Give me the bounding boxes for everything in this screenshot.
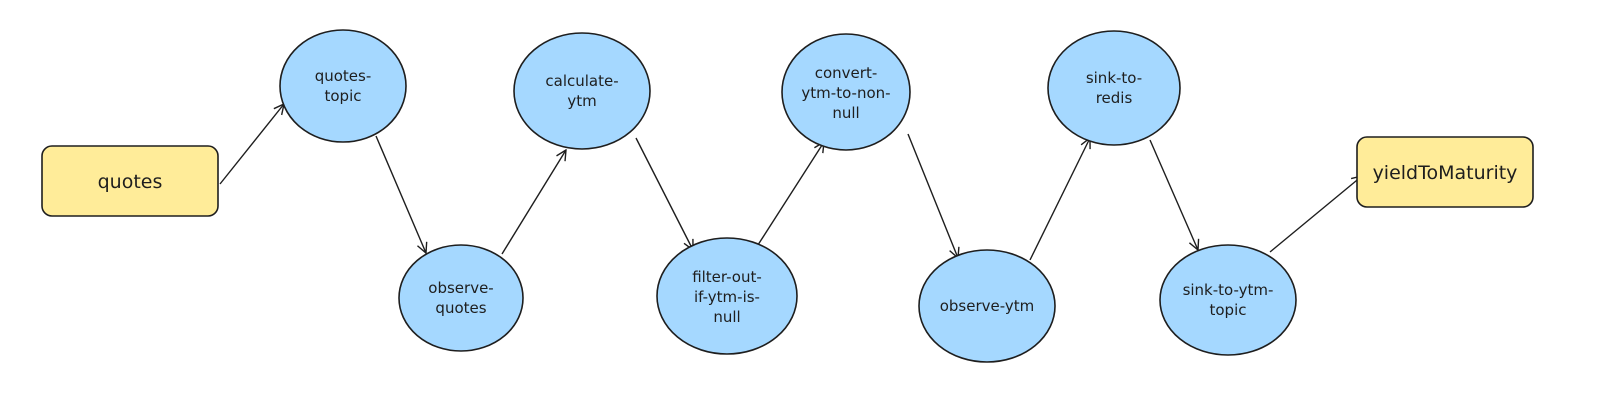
edge-quotes-topic-to-observe-quotes [375, 135, 426, 253]
node-label-yieldToMaturity: yieldToMaturity [1373, 162, 1518, 184]
node-label-line: quotes [435, 299, 486, 317]
node-observe-quotes[interactable]: observe- quotes [398, 244, 524, 352]
node-label-line: observe- [428, 279, 493, 297]
edge-sink-to-redis-to-sink-to-ytm-topic [1149, 139, 1198, 250]
observe-quotes-circle [398, 244, 524, 352]
node-label-line: if-ytm-is- [694, 288, 760, 306]
calculate-ytm-circle [513, 32, 651, 150]
node-label-line: ytm-to-non- [801, 84, 890, 102]
node-observe-ytm[interactable]: observe-ytm [918, 249, 1056, 363]
edge-quotes-to-quotes-topic [219, 104, 284, 185]
filter-out-circle [656, 237, 798, 355]
yieldToMaturity-box [1356, 136, 1534, 208]
edge-convert-ytm-to-observe-ytm [907, 133, 958, 258]
observe-ytm-circle [918, 249, 1056, 363]
edge-sink-to-ytm-topic-to-yield [1269, 176, 1362, 253]
node-calculate-ytm[interactable]: calculate- ytm [513, 32, 651, 150]
node-label-line: ytm [567, 92, 596, 110]
edge-filter-out-to-convert-ytm [755, 142, 824, 249]
node-label-line: topic [325, 87, 362, 105]
sink-to-redis-circle [1047, 30, 1181, 146]
quotes-box [41, 145, 219, 217]
edge-calculate-ytm-to-filter-out [635, 137, 693, 250]
node-label-line: sink-to- [1086, 69, 1142, 87]
quotes-topic-circle [279, 29, 407, 143]
convert-ytm-circle [781, 33, 911, 151]
node-sink-to-ytm-topic[interactable]: sink-to-ytm- topic [1159, 244, 1297, 356]
edge-observe-ytm-to-sink-to-redis [1029, 138, 1090, 261]
node-label-quotes: quotes [98, 171, 163, 193]
node-label-line: quotes- [315, 67, 372, 85]
node-filter-out-if-ytm-is-null[interactable]: filter-out- if-ytm-is- null [656, 237, 798, 355]
node-label-line: topic [1210, 301, 1247, 319]
sink-to-ytm-topic-circle [1159, 244, 1297, 356]
node-sink-to-redis[interactable]: sink-to- redis [1047, 30, 1181, 146]
node-label-line: observe-ytm [940, 297, 1035, 315]
node-label-line: calculate- [545, 72, 618, 90]
node-label-line: null [713, 308, 740, 326]
node-label-line: sink-to-ytm- [1183, 281, 1274, 299]
node-label-line: filter-out- [692, 268, 762, 286]
node-yieldToMaturity[interactable]: yieldToMaturity [1356, 136, 1534, 208]
edge-observe-quotes-to-calculate-ytm [501, 150, 566, 255]
edges-group [219, 104, 1362, 261]
node-label-line: convert- [815, 64, 878, 82]
node-quotes[interactable]: quotes [41, 145, 219, 217]
node-label-line: redis [1096, 89, 1133, 107]
node-convert-ytm-to-non-null[interactable]: convert- ytm-to-non- null [781, 33, 911, 151]
node-label-line: null [832, 104, 859, 122]
node-quotes-topic[interactable]: quotes- topic [279, 29, 407, 143]
